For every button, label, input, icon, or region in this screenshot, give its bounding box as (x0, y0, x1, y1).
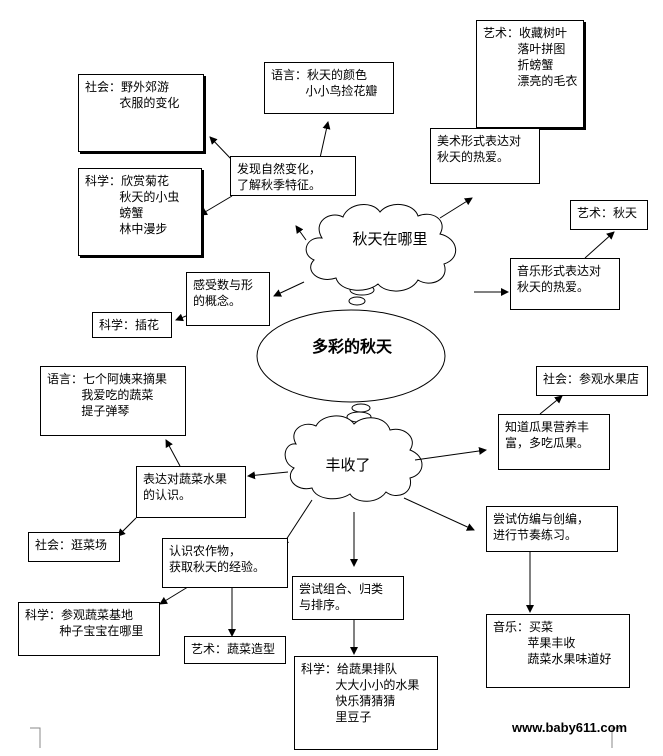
node-art-leaves: 艺术：收藏树叶 落叶拼图 折螃蟹 漂亮的毛衣 (476, 20, 584, 128)
cloud-harvest (284, 415, 423, 502)
node-science-base: 科学：参观蔬菜基地 种子宝宝在哪里 (18, 602, 160, 656)
node-science-chrysanthemum: 科学：欣赏菊花 秋天的小虫 螃蟹 林中漫步 (78, 168, 202, 256)
node-imitate-create: 尝试仿编与创编， 进行节奏练习。 (486, 506, 618, 552)
node-number-shape: 感受数与形 的概念。 (186, 272, 270, 326)
center-oval (256, 309, 446, 403)
bubble-bottom-1 (351, 403, 371, 413)
node-art-veg: 艺术：蔬菜造型 (184, 636, 286, 664)
watermark: www.baby611.com (512, 720, 628, 735)
bubble-top-2 (348, 296, 366, 306)
node-social-market: 社会：逛菜场 (28, 532, 120, 562)
node-science-flower: 科学：插花 (92, 312, 172, 338)
node-language-autumn: 语言：秋天的颜色 小小鸟捡花瓣 (264, 62, 394, 114)
node-discover-change: 发现自然变化， 了解秋季特征。 (230, 156, 356, 196)
node-recognize-crops: 认识农作物， 获取秋天的经验。 (162, 538, 288, 588)
node-music-buy: 音乐：买菜 苹果丰收 蔬菜水果味道好 (486, 614, 630, 688)
hub-autumn: 秋天在哪里 (352, 230, 428, 248)
node-art-form: 美术形式表达对 秋天的热爱。 (430, 128, 540, 184)
node-art-autumn: 艺术：秋天 (570, 200, 648, 230)
node-social-fruit: 社会：参观水果店 (536, 366, 648, 396)
node-express-veg: 表达对蔬菜水果 的认识。 (136, 466, 246, 518)
hub-harvest: 丰收了 (325, 456, 371, 474)
node-social-outing: 社会：野外郊游 衣服的变化 (78, 74, 204, 152)
cloud-autumn (305, 204, 456, 292)
node-music-form: 音乐形式表达对 秋天的热爱。 (510, 258, 620, 310)
center-title: 多彩的秋天 (311, 337, 392, 356)
node-science-queue: 科学：给蔬果排队 大大小小的水果 快乐猜猜猜 里豆子 (294, 656, 438, 750)
node-fruit-nutrition: 知道瓜果营养丰 富，多吃瓜果。 (498, 414, 610, 470)
node-combine-sort: 尝试组合、归类 与排序。 (292, 576, 404, 620)
node-language-aunts: 语言：七个阿姨来摘果 我爱吃的蔬菜 提子弹琴 (40, 366, 186, 436)
